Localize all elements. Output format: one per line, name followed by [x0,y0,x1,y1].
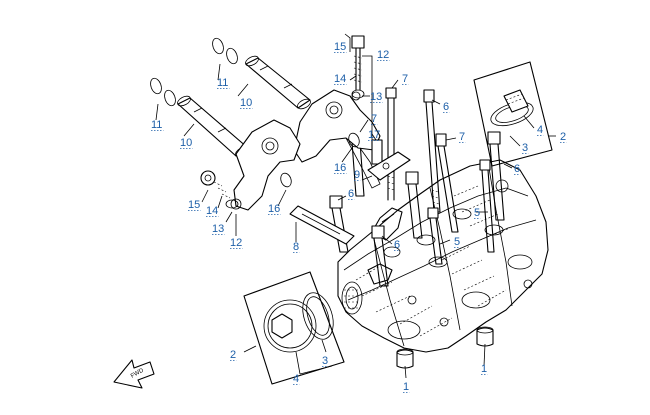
washer-16-lower [280,172,292,188]
callout-number: 6 [394,239,400,251]
callout-number: 6 [443,101,449,113]
callout-number: 4 [537,124,543,136]
callout-number: 3 [322,355,328,367]
callout-14: 14 [206,205,219,217]
callout-11: 11 [151,119,164,131]
callout-6: 6 [348,188,355,200]
callout-17: 17 [368,129,381,141]
callout-number: 6 [514,163,520,175]
callout-2: 2 [230,349,237,361]
callout-3: 3 [522,142,529,154]
callout-14: 14 [334,73,347,85]
callout-2: 2 [560,131,567,143]
callout-8: 8 [293,241,300,253]
callout-6: 6 [514,163,521,175]
callout-3: 3 [322,355,329,367]
callout-7: 7 [459,131,466,143]
callout-11: 11 [217,77,230,89]
callout-15: 15 [188,199,201,211]
inset-cover-upper [473,61,553,167]
callout-number: 12 [230,237,242,249]
callout-number: 7 [459,131,465,143]
callout-9: 9 [354,169,361,181]
callout-5: 5 [474,207,481,219]
washer-16-upper [348,132,360,148]
callout-16: 16 [268,203,281,215]
rocker-shaft-lower [177,95,249,158]
callout-number: 10 [180,137,192,149]
callout-10: 10 [240,97,253,109]
callout-number: 5 [454,236,460,248]
callout-7: 7 [371,113,378,125]
cylinder-head-casting [337,159,549,353]
callout-number: 1 [481,363,487,375]
callout-number: 10 [240,97,252,109]
callout-number: 14 [334,73,346,85]
callout-15: 15 [334,41,347,53]
callout-number: 2 [230,349,236,361]
callout-number: 16 [334,162,346,174]
callout-12: 12 [230,237,243,249]
callout-number: 7 [402,73,408,85]
callout-6: 6 [394,239,401,251]
rocker-arm-lower [230,119,301,211]
callout-number: 1 [403,381,409,393]
callout-number: 7 [371,113,377,125]
bracket-9 [367,151,411,181]
callout-number: 4 [293,373,299,385]
callout-number: 16 [268,203,280,215]
o-ring-upper-pair [212,37,238,65]
o-ring-lower-pair [150,77,176,107]
callout-number: 12 [377,49,389,61]
callout-number: 11 [217,77,228,89]
dowel-pin-right [476,326,494,347]
callout-1: 1 [481,363,488,375]
callout-number: 17 [368,129,380,141]
callout-4: 4 [537,124,544,136]
callout-number: 13 [370,91,382,103]
callout-number: 8 [293,241,299,253]
front-direction-arrow-icon: FWD [113,359,155,389]
callout-13: 13 [212,223,225,235]
callout-number: 3 [522,142,528,154]
callout-number: 14 [206,205,218,217]
chain-guide-8 [289,205,355,245]
adjuster-lower [200,170,239,209]
callout-10: 10 [180,137,193,149]
callout-number: 9 [354,169,360,181]
adjuster-upper [351,35,365,99]
inset-cover-lower [243,271,345,385]
callout-13: 13 [370,91,383,103]
callout-number: 6 [348,188,354,200]
dowel-pin-left [396,348,414,369]
rocker-shaft-upper [245,55,311,110]
head-bolts [329,87,505,287]
callout-number: 13 [212,223,224,235]
callout-number: 11 [151,119,162,131]
callout-number: 15 [334,41,346,53]
callout-6: 6 [443,101,450,113]
callout-16: 16 [334,162,347,174]
callout-7: 7 [402,73,409,85]
callout-12: 12 [377,49,390,61]
callout-number: 2 [560,131,566,143]
callout-4: 4 [293,373,300,385]
callout-number: 5 [474,207,480,219]
leader-lines [155,33,556,379]
callout-5: 5 [454,236,461,248]
callout-number: 15 [188,199,200,211]
pin-17 [371,139,383,165]
callout-1: 1 [403,381,410,393]
